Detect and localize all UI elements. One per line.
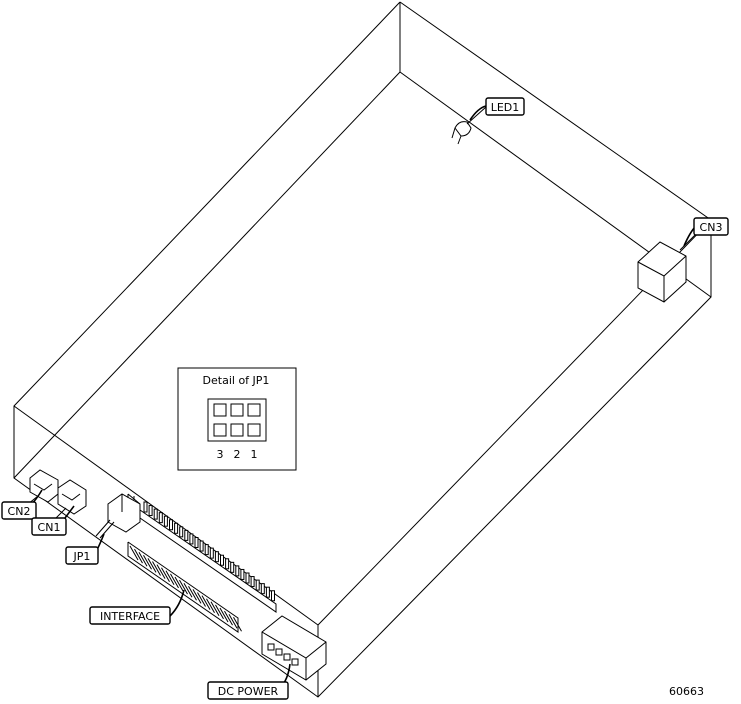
interface-pin: [148, 505, 153, 517]
interface-pin: [220, 554, 224, 566]
interface-pin: [235, 565, 240, 577]
dc-power-connector: [261, 615, 327, 681]
interface-pin: [225, 558, 230, 570]
jp1-detail-title: Detail of JP1: [203, 374, 270, 387]
interface-pin: [210, 601, 220, 617]
callout-cn3: CN3: [693, 217, 729, 236]
interface-pin: [214, 551, 219, 563]
interface-pin: [174, 576, 184, 592]
cn2-label: CN2: [8, 505, 31, 518]
interface-pin: [134, 548, 143, 564]
interface-pin: [143, 555, 152, 570]
interface-pin: [143, 501, 148, 513]
led1-component: [451, 106, 487, 145]
interface-pin: [156, 564, 166, 579]
jp1-pin-1: 1: [251, 448, 258, 461]
interface-connector: [127, 501, 277, 633]
interface-pin: [228, 613, 238, 629]
interface-pin: [209, 547, 214, 559]
interface-pin: [184, 529, 189, 541]
interface-pin: [219, 607, 229, 623]
interface-pin: [197, 592, 206, 607]
figure-number: 60663: [669, 685, 704, 698]
interface-pin: [170, 573, 179, 589]
interface-pin: [224, 610, 233, 626]
interface-pin: [163, 515, 168, 527]
cn2-connector: [27, 469, 59, 505]
cn1-label: CN1: [38, 521, 61, 534]
interface-pin: [192, 589, 202, 604]
interface-pin: [152, 561, 161, 576]
interface-pin: [153, 508, 158, 520]
interface-pin: [265, 586, 270, 598]
interface-pin: [169, 519, 173, 531]
callout-led1: LED1: [485, 97, 525, 116]
interface-pin: [158, 512, 163, 524]
jp1-label: JP1: [73, 550, 91, 563]
cn3-label: CN3: [700, 221, 723, 234]
jp1-pin-2: 2: [234, 448, 241, 461]
dc-power-label: DC POWER: [218, 685, 279, 698]
jp1-pin-3: 3: [217, 448, 224, 461]
interface-pin: [204, 544, 209, 556]
interface-pin: [255, 579, 260, 591]
interface-pin: [194, 537, 199, 548]
interface-pin: [147, 558, 157, 573]
interface-pin: [174, 522, 179, 534]
interface-pin: [183, 582, 193, 598]
led1-label: LED1: [491, 101, 520, 114]
interface-pin: [245, 572, 250, 584]
interface-pin: [260, 583, 265, 595]
callout-leaders: [29, 105, 697, 689]
interface-pin: [271, 590, 275, 602]
callout-interface: INTERFACE: [89, 606, 171, 625]
interface-pin: [199, 540, 204, 552]
jp1-detail-panel: Detail of JP1 3 2 1: [177, 367, 297, 471]
jp1-block: [95, 493, 141, 539]
interface-pin: [240, 568, 245, 580]
interface-pin: [215, 604, 224, 620]
cn1-connector: [55, 479, 87, 519]
interface-pin: [179, 579, 188, 595]
interface-pin: [138, 551, 148, 567]
interface-pin: [188, 586, 197, 601]
drive-body: [13, 1, 712, 698]
callout-dc-power: DC POWER: [207, 681, 289, 700]
callout-jp1: JP1: [65, 546, 99, 565]
interface-pin: [161, 567, 170, 582]
interface-pin: [201, 595, 211, 610]
callout-cn2: CN2: [1, 501, 37, 520]
interface-pin: [165, 570, 175, 586]
interface-pin: [189, 533, 194, 545]
interface-pin: [233, 617, 242, 632]
interface-pin: [206, 598, 215, 613]
interface-pin: [230, 561, 235, 573]
callout-cn1: CN1: [31, 517, 67, 536]
interface-pin: [129, 545, 139, 561]
interface-pin: [179, 526, 184, 538]
interface-label: INTERFACE: [100, 610, 160, 623]
cn3-connector: [637, 231, 699, 303]
interface-pin: [250, 576, 255, 588]
